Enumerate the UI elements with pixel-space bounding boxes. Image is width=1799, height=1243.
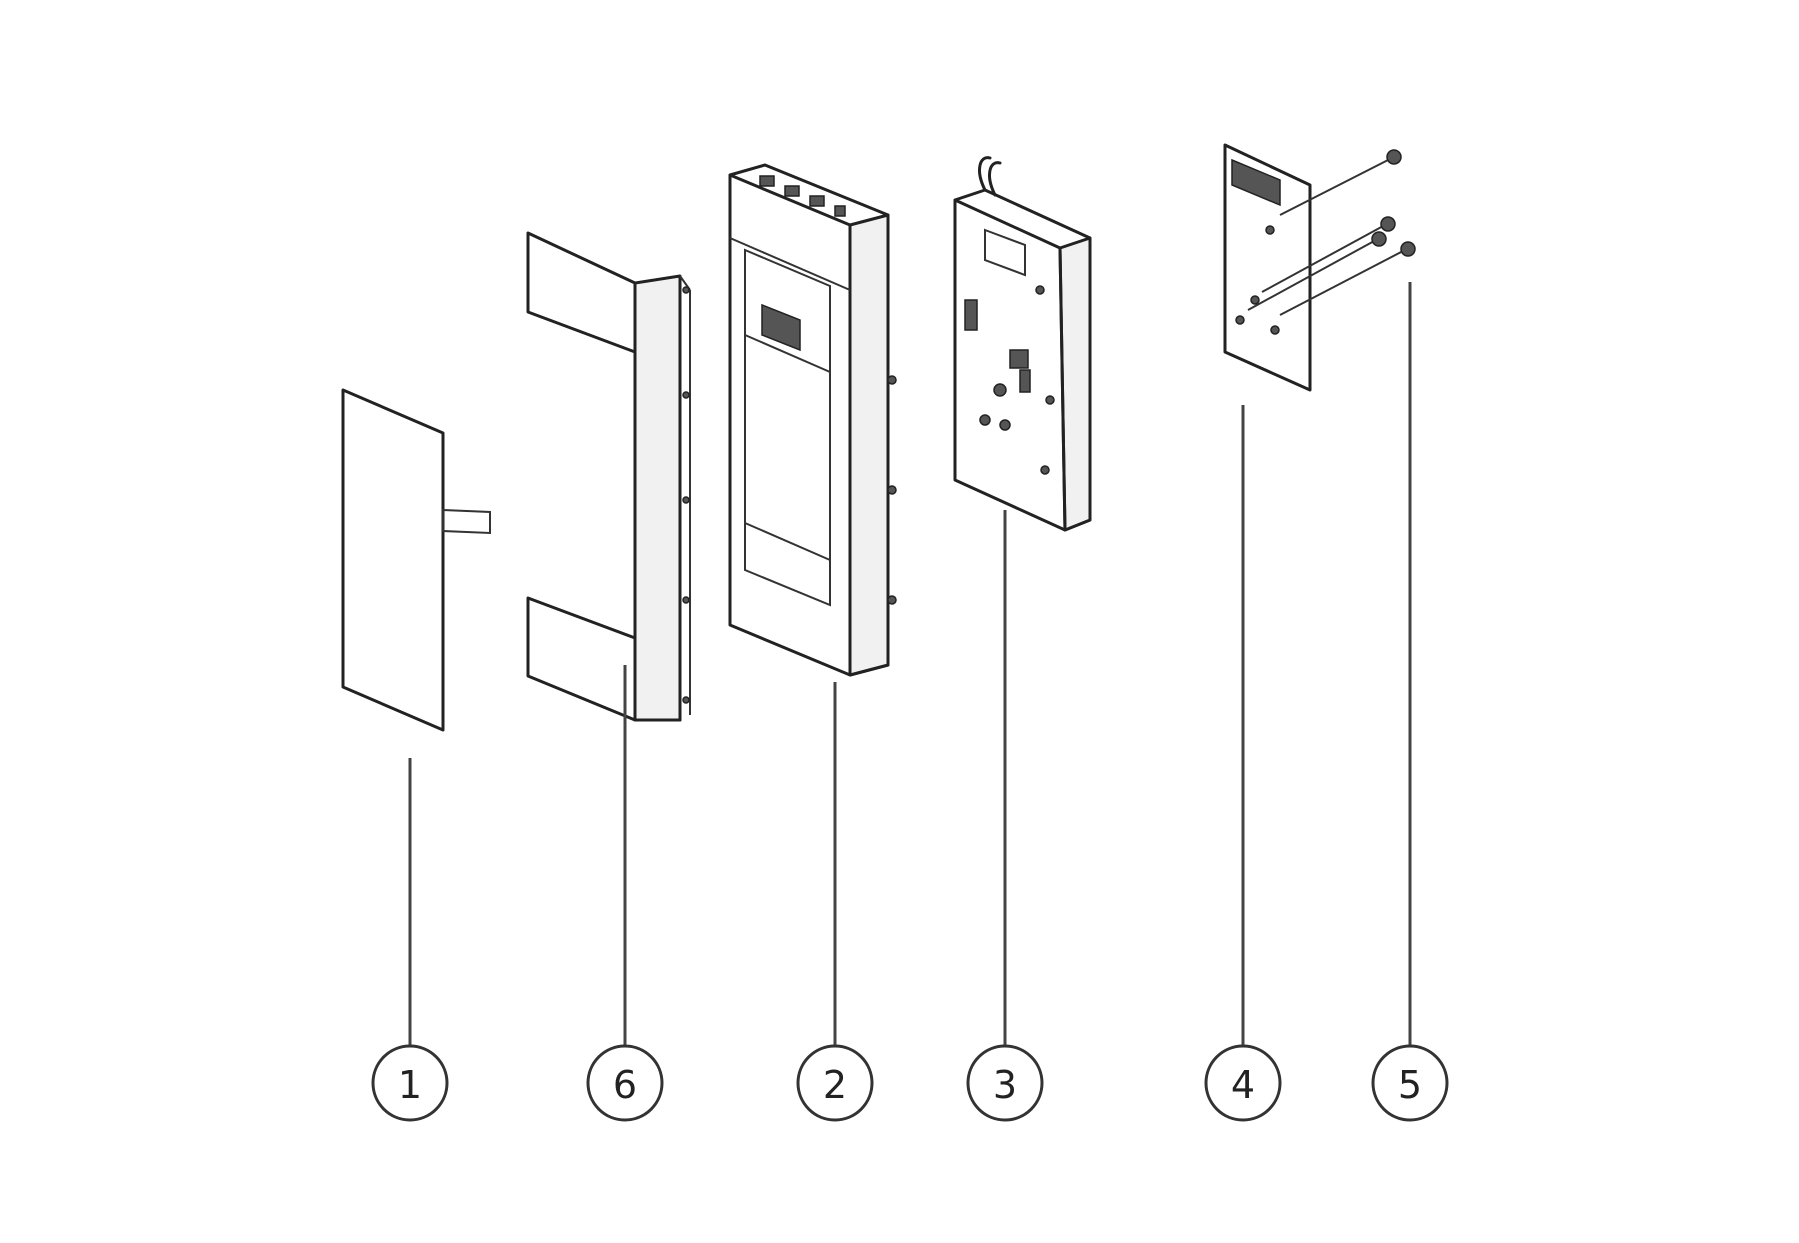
callout-2: 2: [796, 1044, 874, 1122]
callout-label: 6: [613, 1063, 637, 1107]
part-6-frame: [526, 231, 691, 722]
part-2-control-housing: [728, 163, 897, 677]
callout-label: 2: [823, 1063, 847, 1107]
callout-6: 6: [586, 1044, 664, 1122]
callout-label: 4: [1231, 1063, 1255, 1107]
part-1-membrane-panel: [341, 388, 491, 732]
callout-label: 5: [1398, 1063, 1422, 1107]
callout-label: 1: [398, 1063, 422, 1107]
callout-label: 3: [993, 1063, 1017, 1107]
callout-1: 1: [371, 1044, 449, 1122]
callout-3: 3: [966, 1044, 1044, 1122]
callout-5: 5: [1371, 1044, 1449, 1122]
part-5-screws: [1247, 149, 1416, 316]
part-3-pcb-bracket: [953, 156, 1092, 532]
part-4-circuit-board: [1223, 143, 1312, 392]
callout-4: 4: [1204, 1044, 1282, 1122]
